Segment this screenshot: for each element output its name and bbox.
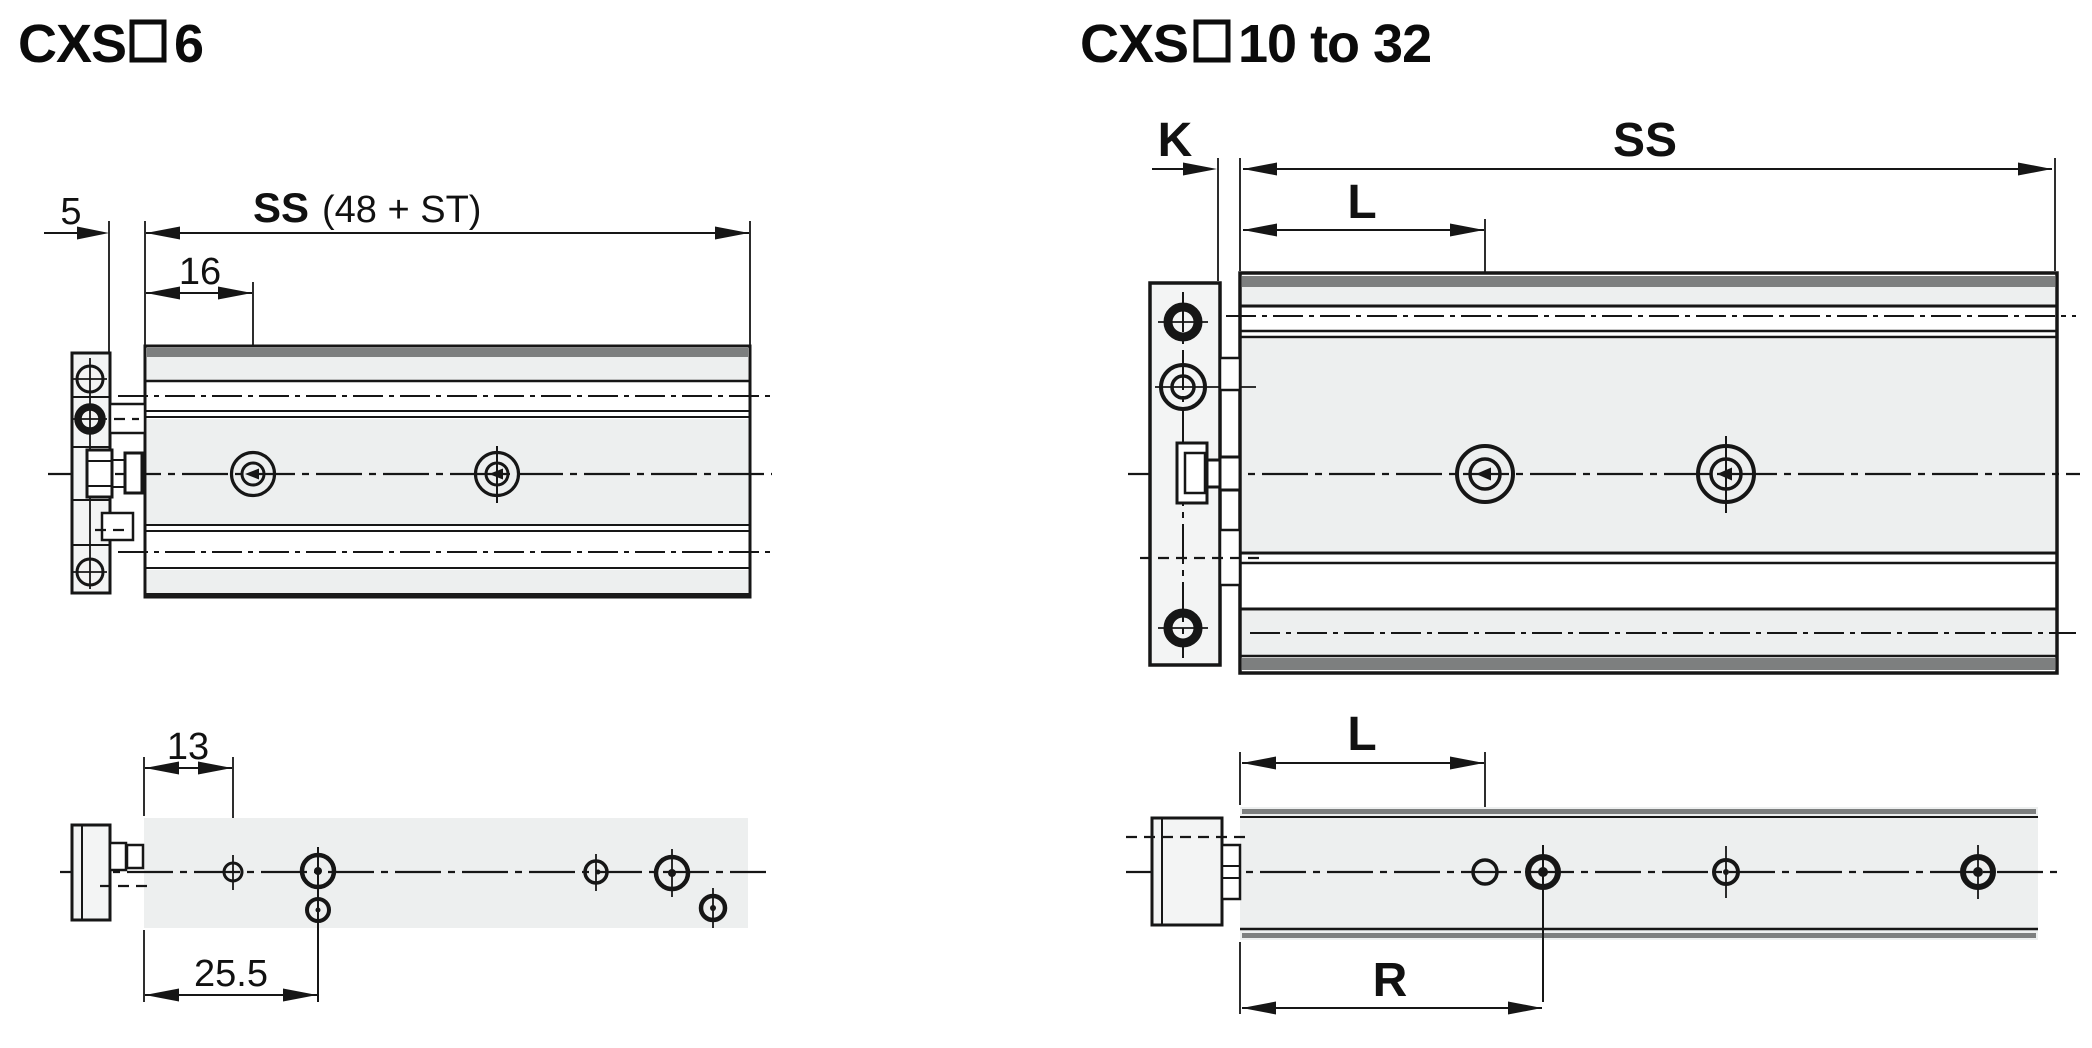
body-hole-2-right xyxy=(1696,436,1756,513)
plan-hole-1-right xyxy=(1471,858,1499,886)
plan-hole-3-right xyxy=(1712,846,1740,898)
rod-end-plate-plan xyxy=(70,823,153,922)
plate-hole-bottom-right xyxy=(1158,608,1208,648)
plate-hole-middle xyxy=(73,403,107,435)
dim-l-bottom-label: L xyxy=(1347,708,1376,761)
right-title-series: CXS xyxy=(1080,14,1188,74)
rod-washer xyxy=(123,451,144,495)
plan-hole-2 xyxy=(299,847,337,1002)
dim-ss-note: (48 + ST) xyxy=(322,189,481,231)
right-side-view: K SS L xyxy=(1128,114,2080,675)
plate-hole-bottom xyxy=(73,557,107,587)
dim-l-label: L xyxy=(1347,176,1376,229)
rod-stub-right xyxy=(1218,455,1242,492)
dim-25-5-value: 25.5 xyxy=(194,953,268,995)
rod-washer-plan xyxy=(125,843,145,870)
dim-ss-right: SS xyxy=(1243,114,2056,271)
left-title-bore: 6 xyxy=(174,14,203,74)
cylinder-body-plan xyxy=(60,818,766,1002)
dim-ss-label: SS xyxy=(253,184,309,231)
left-title-series: CXS xyxy=(18,14,126,74)
dim-stroke-ss: SS (48 + ST) xyxy=(144,184,751,345)
plan-hole-4 xyxy=(653,849,691,897)
dim-r: R xyxy=(1239,942,1542,1015)
right-plan-view: L xyxy=(1126,708,2062,1015)
right-figure-title: CXS 10 to 32 xyxy=(1080,14,1432,74)
upper-boss-right xyxy=(1218,356,1242,392)
dim-13-value: 13 xyxy=(167,726,209,768)
cylinder-body-side-right xyxy=(1128,271,2080,675)
dim-ss-label: SS xyxy=(1613,114,1677,167)
rod-end-plate-plan-right xyxy=(1126,816,1250,927)
bore-placeholder-box xyxy=(1193,19,1231,63)
body-hole-1-right xyxy=(1455,444,1515,504)
plan-hole-3 xyxy=(583,854,609,891)
dim-l-top: L xyxy=(1243,176,1486,513)
body-hole-2 xyxy=(473,446,521,503)
left-figure-title: CXS 6 xyxy=(18,14,204,74)
left-plan-view: 13 xyxy=(60,726,766,1002)
right-figure: CXS 10 to 32 K SS xyxy=(1080,14,2080,1015)
body-bottom-edge xyxy=(145,593,750,597)
rod-end-plate-side xyxy=(70,351,147,595)
lower-port-boss xyxy=(100,511,135,542)
dim-first-hole-13: 13 xyxy=(143,726,234,854)
plan-hole-1 xyxy=(222,855,244,890)
plan-hole-4-right xyxy=(1960,845,1996,899)
bore-placeholder-box xyxy=(129,19,167,63)
rod-washer-right xyxy=(1205,458,1222,489)
dim-r-label: R xyxy=(1373,954,1408,1007)
cylinder-body-plan-right xyxy=(1126,807,2062,1002)
right-title-bore: 10 to 32 xyxy=(1238,14,1431,74)
dim-16-value: 16 xyxy=(179,251,221,293)
rod-hex-inner xyxy=(1183,451,1207,495)
left-side-view: 5 SS (48 + ST) 16 xyxy=(44,184,772,599)
body-hole-1 xyxy=(229,450,277,498)
rod-hex-nut-plan xyxy=(108,841,128,872)
plan-hole-5 xyxy=(698,888,728,928)
cylinder-body-side xyxy=(48,344,772,599)
rod-end-plate-side-right xyxy=(1140,281,1262,667)
plate-hole-top xyxy=(73,364,107,394)
plate-hole-top-right xyxy=(1158,302,1208,342)
dim-k-label: K xyxy=(1158,114,1193,167)
rod-stack-plan-right xyxy=(1220,843,1242,901)
plan-hole-2-right xyxy=(1525,845,1561,1002)
left-figure: CXS 6 5 SS (48 + ST) xyxy=(18,14,772,1002)
dim-offset-value: 5 xyxy=(60,191,81,233)
dim-second-hole-25-5: 25.5 xyxy=(143,930,317,1002)
dim-offset-5: 5 xyxy=(44,191,110,352)
plan-hole-2b xyxy=(305,897,331,923)
dim-k: K xyxy=(1152,114,1241,281)
rod-hex-nut xyxy=(85,448,114,499)
